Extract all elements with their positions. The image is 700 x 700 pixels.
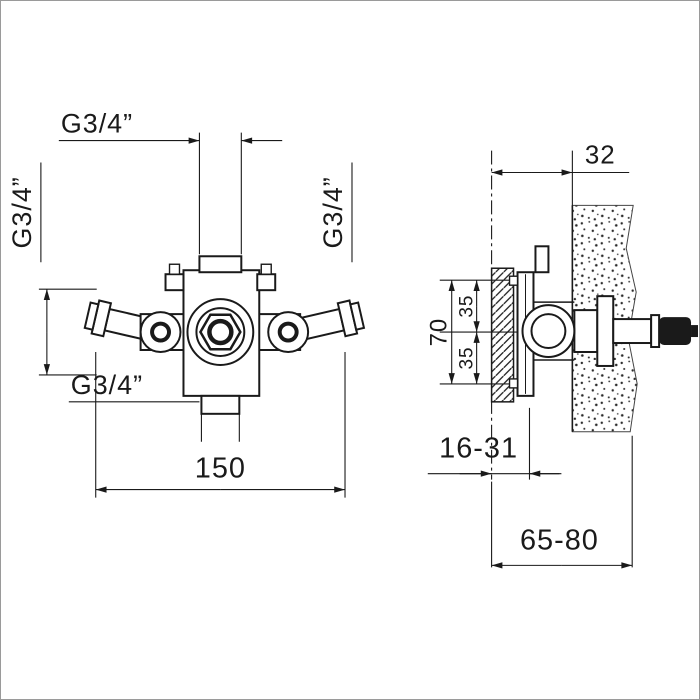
dim-label-70: 70 (426, 318, 453, 347)
outlet-union-nut (573, 309, 599, 353)
outlet-flange (650, 314, 661, 349)
mount-tab-right (260, 263, 272, 275)
outlet-bracket (596, 295, 615, 367)
bottom-port (200, 394, 241, 415)
trim-cap-stem (691, 325, 699, 338)
fixing-screw-bottom (508, 378, 519, 389)
thread-label-bottom: G3/4” (71, 370, 143, 400)
trim-cap (659, 317, 692, 346)
top-port-side (534, 245, 550, 274)
dim-label-35-upper: 35 (457, 295, 478, 318)
mount-ear-left (164, 273, 185, 292)
front-view: G3/4” G3/4” G3/4” G3/4” 150 (7, 109, 366, 498)
side-view: 32 70 35 35 16-31 65-80 (426, 142, 699, 569)
dim-label-150: 150 (195, 453, 246, 485)
dim-label-65-80: 65-80 (520, 524, 599, 556)
fixing-screw-top (508, 275, 519, 286)
mount-ear-right (256, 273, 277, 292)
cartridge-bore (207, 318, 234, 346)
dim-label-35-lower: 35 (457, 346, 478, 369)
valve-circle-inner (530, 313, 567, 350)
top-port (198, 255, 243, 274)
dim-label-32: 32 (585, 142, 616, 170)
right-flange-bore (277, 321, 299, 343)
mount-tab-left (168, 263, 181, 275)
thread-label-right: G3/4” (318, 176, 348, 248)
outlet-pipe (612, 318, 653, 345)
side-valve-body (508, 245, 699, 397)
dim-label-16-31: 16-31 (439, 433, 518, 465)
left-flange-bore (150, 321, 172, 343)
thread-label-top: G3/4” (61, 109, 133, 139)
front-valve-body (83, 255, 366, 415)
right-inlet-pipe (297, 299, 366, 342)
front-extension-lines (38, 132, 353, 498)
thread-label-left: G3/4” (7, 176, 37, 248)
